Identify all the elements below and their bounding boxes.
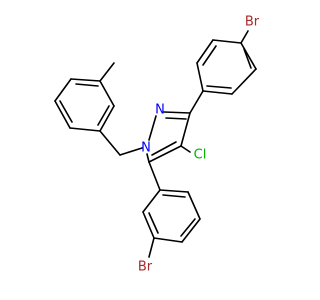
atom-br-bottom: Br (138, 260, 153, 275)
top-ring-bond-6 (202, 90, 233, 95)
bond-c5-aryl-bottom (148, 161, 161, 191)
top-ring-bond-3 (212, 39, 242, 44)
bond-c3-c4 (180, 112, 191, 147)
bottom-ring-double-3 (162, 194, 186, 198)
bottom-ring-bond-4 (181, 218, 201, 243)
bond-n2-c3-double (165, 117, 187, 120)
bottom-ring-bond-5 (187, 191, 201, 220)
bond-tolyl-methyl (99, 62, 115, 82)
bond-c4-cl (180, 145, 191, 153)
tolyl-bond-2 (54, 100, 71, 129)
top-ring-bond-1 (196, 62, 204, 92)
top-ring-bond-5 (231, 68, 257, 95)
tolyl-double-2 (75, 83, 99, 87)
pyrazole-ring (146, 111, 191, 163)
bottom-ring-double-1 (148, 212, 159, 234)
top-ring-double-3 (206, 85, 232, 89)
top-ring-bond-2 (196, 39, 214, 64)
methylphenyl-ring (54, 62, 115, 132)
tolyl-bond-6 (99, 105, 115, 132)
top-ring-double-2 (243, 48, 252, 69)
bottom-ring-bond-3 (153, 237, 183, 243)
bottom-ring-bond-1 (142, 189, 161, 213)
atom-br-top: Br (245, 15, 260, 30)
bond-n2-c3 (163, 111, 191, 114)
atom-cl: Cl (194, 148, 207, 163)
bond-n1-ch2 (119, 147, 143, 156)
top-ring-double-1 (202, 45, 217, 66)
molecule-structure: Br N N Cl Br (54, 15, 260, 275)
bond-top-ring-br (240, 30, 249, 44)
tolyl-bond-3 (54, 78, 72, 102)
atom-labels: Br N N Cl Br (138, 15, 260, 275)
tolyl-double-3 (97, 105, 110, 126)
bond-c5-n1 (146, 153, 150, 163)
bond-bottom-ring-br (148, 237, 155, 258)
tolyl-bond-4 (70, 78, 101, 82)
bromophenyl-ring-bottom (142, 161, 201, 258)
tolyl-double-1 (59, 100, 73, 123)
atom-n1: N (141, 141, 151, 156)
top-ring-bond-4 (240, 42, 257, 70)
bond-c4-c5-double (151, 141, 177, 156)
bromophenyl-ring-top (189, 30, 257, 114)
bottom-ring-double-2 (180, 218, 196, 237)
tolyl-bond-1 (69, 127, 101, 132)
bond-n1-n2 (148, 115, 157, 141)
atom-n2: N (155, 103, 165, 118)
bond-c4-c5 (148, 145, 182, 163)
tolyl-bond-5 (99, 80, 115, 107)
bottom-ring-bond-2 (142, 211, 155, 239)
bond-c3-aryl-top (189, 90, 204, 114)
bond-ch2-aryl (99, 130, 121, 156)
bottom-ring-bond-6 (159, 189, 189, 193)
